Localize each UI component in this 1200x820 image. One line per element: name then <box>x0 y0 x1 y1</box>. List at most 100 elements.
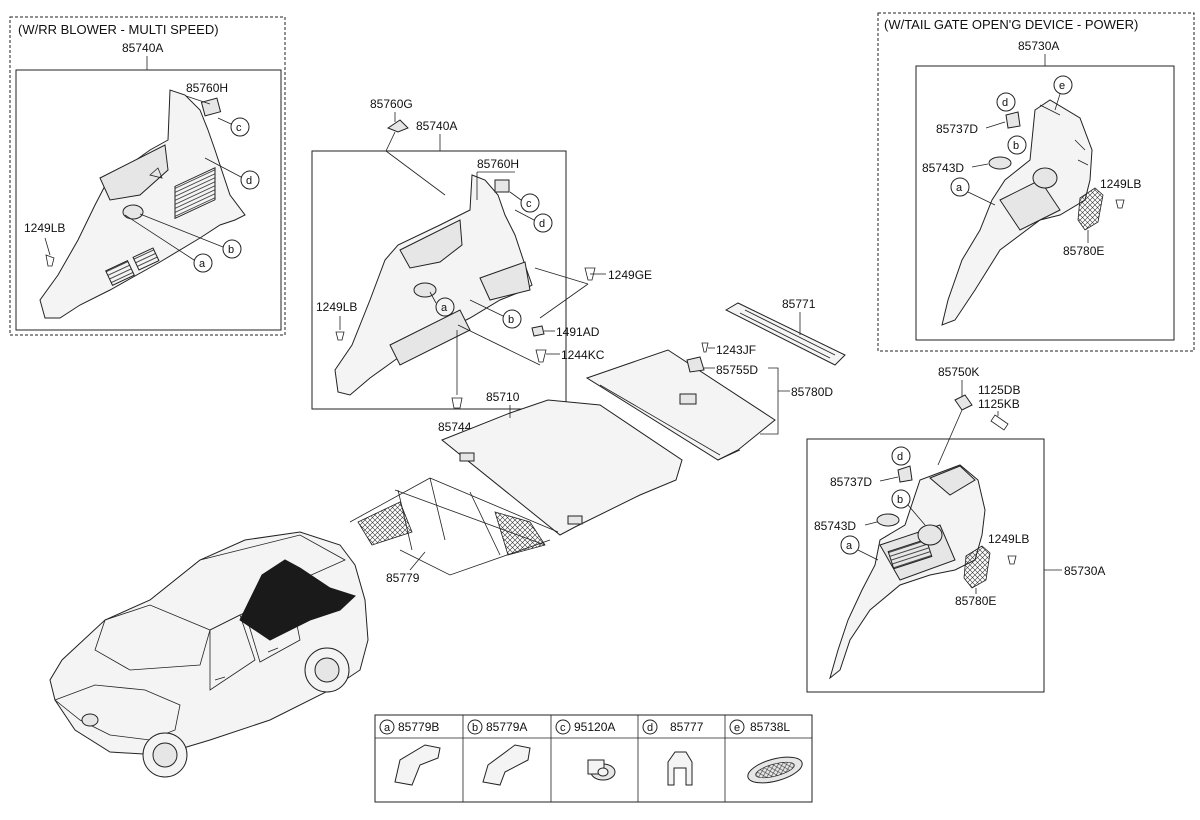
center-screw-left <box>335 331 345 341</box>
legend-a-part: 85779B <box>398 720 439 734</box>
floor-covering-part <box>441 399 683 536</box>
center-callout-a <box>435 297 455 317</box>
tail-gate-callout-d <box>996 92 1016 112</box>
luggage-board-part <box>585 349 776 461</box>
board-clip-label: 1243JF <box>716 343 756 357</box>
svg-text:b: b <box>897 494 903 506</box>
rr-blower-grille-2 <box>132 247 160 271</box>
center-trim-frame <box>311 150 567 410</box>
tail-gate-port <box>1032 167 1058 189</box>
svg-text:c: c <box>526 198 532 210</box>
tail-gate-assembly-label: 85730A <box>1018 39 1059 53</box>
center-port <box>413 282 437 298</box>
right-bolt <box>990 414 1009 431</box>
tail-gate-screw <box>1115 199 1125 209</box>
rr-blower-clip-part <box>200 97 222 117</box>
right-cap-label: 85743D <box>814 519 856 533</box>
right-bolt1-label: 1125DB <box>978 383 1020 397</box>
svg-text:a: a <box>199 258 206 270</box>
vehicle-emblem <box>81 713 99 727</box>
svg-text:c: c <box>236 122 242 134</box>
rr-blower-title: (W/RR BLOWER - MULTI SPEED) <box>18 22 219 37</box>
legend-c-circle <box>555 719 571 735</box>
tail-gate-grommet-label: 85737D <box>936 122 978 136</box>
svg-text:c: c <box>560 722 566 734</box>
vehicle-highlight-area <box>239 559 356 641</box>
svg-text:a: a <box>846 540 853 552</box>
legend-a-circle <box>379 719 395 735</box>
rr-blower-screw-label: 1249LB <box>24 221 65 235</box>
center-callout-d <box>533 213 553 233</box>
rr-blower-callout-a <box>193 253 213 273</box>
legend-c-part: 95120A <box>574 720 615 734</box>
right-screw-label: 1249LB <box>988 532 1029 546</box>
legend-b-circle <box>467 719 483 735</box>
rr-blower-clip-label: 85760H <box>186 81 228 95</box>
center-upper-trim <box>399 219 463 269</box>
right-screw <box>1007 555 1017 565</box>
center-screw-right <box>584 267 596 281</box>
floor-tab-2 <box>567 515 583 525</box>
rr-blower-inner-frame <box>15 69 282 331</box>
right-callout-d <box>891 446 911 466</box>
rr-blower-group: (W/RR BLOWER - MULTI SPEED) 85740A 85760… <box>9 16 286 336</box>
svg-text:b: b <box>228 244 234 256</box>
svg-text:d: d <box>647 722 653 734</box>
right-trim-frame <box>806 438 1045 693</box>
rr-blower-vent <box>174 167 216 220</box>
right-cap <box>876 513 900 527</box>
clip-icon <box>667 751 693 786</box>
svg-text:d: d <box>246 175 252 187</box>
center-lower-trim <box>389 309 471 366</box>
rr-blower-assembly-label: 85740A <box>122 41 163 55</box>
floor-tab-1 <box>459 452 475 462</box>
center-pin <box>451 397 463 409</box>
tail-gate-cover <box>1077 187 1104 231</box>
right-hook-part <box>954 394 973 411</box>
center-assembly-label: 85740A <box>416 119 457 133</box>
svg-text:b: b <box>472 722 478 734</box>
rr-blower-callout-b <box>222 239 242 259</box>
center-screw-left-label: 1249LB <box>316 300 357 314</box>
center-fastener1-label: 1491AD <box>556 325 600 339</box>
svg-text:a: a <box>441 302 448 314</box>
svg-text:d: d <box>539 218 545 230</box>
tail-gate-screw-label: 1249LB <box>1100 177 1141 191</box>
vehicle-windshield <box>94 604 211 671</box>
rr-blower-upper-trim <box>99 144 169 201</box>
floor-covering-label: 85710 <box>486 390 520 404</box>
right-assembly-label: 85730A <box>1064 564 1105 578</box>
rr-blower-grille-1 <box>105 260 135 286</box>
svg-text:d: d <box>897 451 903 463</box>
tail-gate-callout-a <box>950 177 970 197</box>
svg-text:b: b <box>508 314 514 326</box>
tail-gate-cover-label: 85780E <box>1063 244 1104 258</box>
svg-text:a: a <box>384 722 391 734</box>
right-grommet <box>897 465 913 483</box>
vehicle-illustration <box>49 531 369 778</box>
svg-text:e: e <box>734 722 740 734</box>
tail-gate-cap <box>988 156 1012 170</box>
legend-frame <box>374 714 813 803</box>
legend-e-circle <box>729 719 745 735</box>
right-cover <box>963 545 991 589</box>
right-upper-trim <box>929 465 976 496</box>
tail-gate-callout-b <box>1007 135 1027 155</box>
cargo-net-right <box>494 511 546 556</box>
grommet-icon <box>747 756 803 784</box>
right-hook-label: 85750K <box>938 365 979 379</box>
board-assembly-label: 85780D <box>791 385 833 399</box>
tail-gate-title: (W/TAIL GATE OPEN'G DEVICE - POWER) <box>884 17 1138 32</box>
rr-blower-callout-d <box>240 170 260 190</box>
center-storage-tray <box>479 261 531 301</box>
tail-gate-cap-label: 85743D <box>922 161 964 175</box>
hook-b-icon <box>482 744 531 786</box>
tail-gate-group: (W/TAIL GATE OPEN'G DEVICE - POWER) 8573… <box>877 12 1195 352</box>
legend-d-part: 85777 <box>670 720 704 734</box>
socket-icon <box>587 759 616 781</box>
floor-group: 85771 1243JF 85755D 85780D 85710 85779 <box>349 297 846 585</box>
board-handle-label: 85755D <box>716 363 758 377</box>
legend-d-circle <box>642 719 658 735</box>
center-fastener2 <box>535 349 547 363</box>
